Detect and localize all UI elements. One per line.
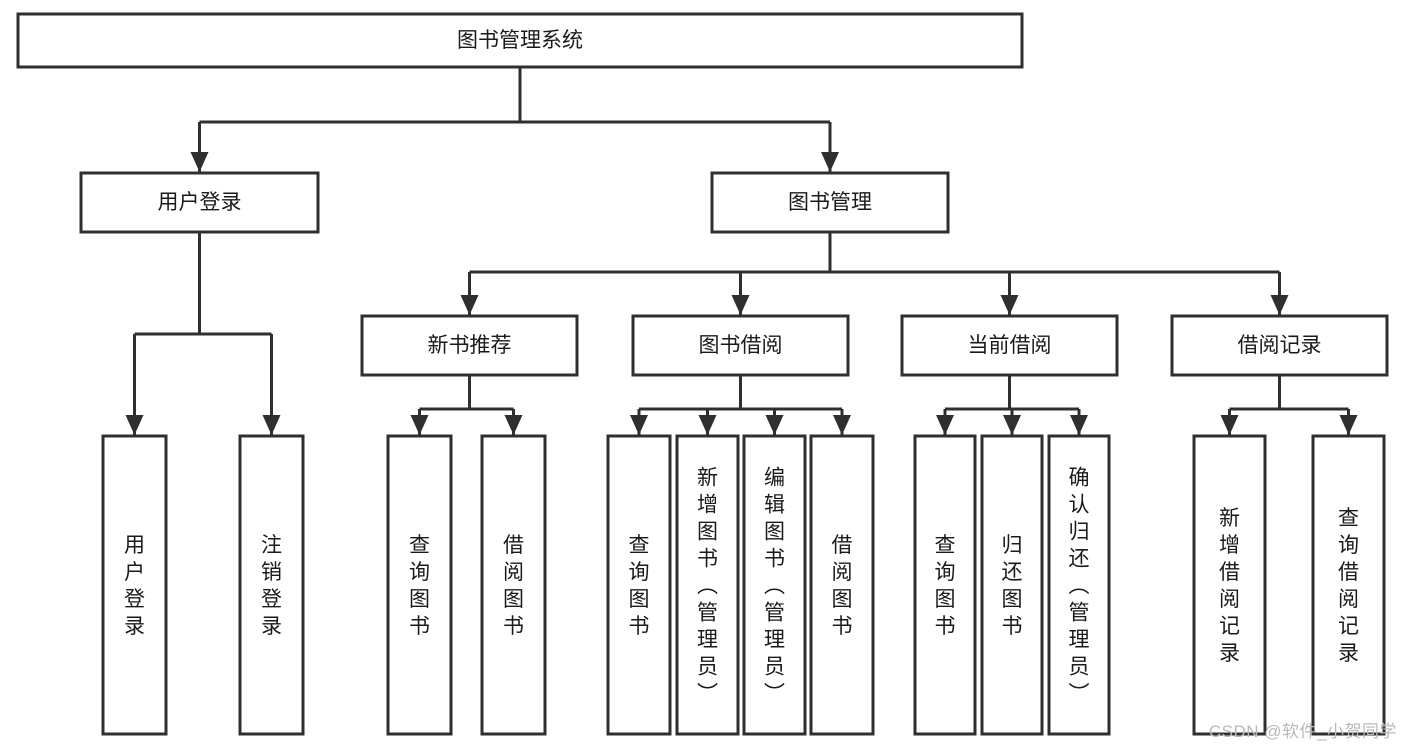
node-newbook[interactable]: 新书推荐 xyxy=(360,314,579,377)
node-label: 借阅图书 xyxy=(503,534,524,638)
csdn-watermark: CSDN @软件_小贺同学 xyxy=(1208,722,1397,741)
node-box xyxy=(675,434,740,736)
node-leaf-8[interactable]: 借阅图书 xyxy=(809,434,875,736)
node-label: 查询借阅记录 xyxy=(1338,507,1359,665)
node-box xyxy=(238,434,305,736)
node-leaf-4[interactable]: 借阅图书 xyxy=(480,434,547,736)
node-leaf-5[interactable]: 查询图书 xyxy=(606,434,672,736)
node-box xyxy=(480,434,547,736)
node-label: 注销登录 xyxy=(261,534,282,638)
node-box xyxy=(1311,434,1386,736)
node-leaf-13[interactable]: 查询借阅记录 xyxy=(1311,434,1386,736)
node-borrow[interactable]: 图书借阅 xyxy=(631,314,850,377)
node-box xyxy=(1170,314,1389,377)
node-leaf-10[interactable]: 归还图书 xyxy=(980,434,1044,736)
node-box xyxy=(360,314,579,377)
node-box xyxy=(742,434,807,736)
node-box xyxy=(631,314,850,377)
node-box xyxy=(101,434,168,736)
node-label: 新增图书︵管理员︶ xyxy=(697,467,718,706)
node-leaf-3[interactable]: 查询图书 xyxy=(386,434,453,736)
node-label: 借阅图书 xyxy=(832,534,853,638)
node-label: 图书管理 xyxy=(788,191,872,214)
node-label: 新增借阅记录 xyxy=(1219,507,1240,665)
node-leaf-12[interactable]: 新增借阅记录 xyxy=(1192,434,1267,736)
node-root[interactable]: 图书管理系统 xyxy=(16,12,1024,69)
node-box xyxy=(980,434,1044,736)
node-leaf-7[interactable]: 编辑图书︵管理员︶ xyxy=(742,434,807,736)
node-label: 归还图书 xyxy=(1002,534,1023,638)
node-label: 确认归还︵管理员︶ xyxy=(1069,467,1090,706)
node-leaf-6[interactable]: 新增图书︵管理员︶ xyxy=(675,434,740,736)
node-bookmgmt[interactable]: 图书管理 xyxy=(710,171,950,234)
node-box xyxy=(710,171,950,234)
node-box xyxy=(79,171,320,234)
connector-layer xyxy=(125,67,1358,435)
node-layer: 图书管理系统用户登录图书管理新书推荐图书借阅当前借阅借阅记录用户登录注销登录查询… xyxy=(16,12,1389,736)
node-leaf-2[interactable]: 注销登录 xyxy=(238,434,305,736)
node-box xyxy=(913,434,977,736)
node-current[interactable]: 当前借阅 xyxy=(900,314,1119,377)
node-label: 新书推荐 xyxy=(428,334,512,357)
node-box xyxy=(900,314,1119,377)
node-box xyxy=(1047,434,1111,736)
node-leaf-11[interactable]: 确认归还︵管理员︶ xyxy=(1047,434,1111,736)
node-label: 借阅记录 xyxy=(1238,334,1322,357)
node-label: 用户登录 xyxy=(158,191,242,214)
node-box xyxy=(386,434,453,736)
node-label: 图书管理系统 xyxy=(457,29,583,52)
node-box xyxy=(1192,434,1267,736)
node-label: 当前借阅 xyxy=(968,334,1052,357)
node-login[interactable]: 用户登录 xyxy=(79,171,320,234)
node-box xyxy=(16,12,1024,69)
node-label: 查询图书 xyxy=(409,534,430,638)
node-label: 图书借阅 xyxy=(699,334,783,357)
node-leaf-9[interactable]: 查询图书 xyxy=(913,434,977,736)
node-box xyxy=(809,434,875,736)
node-label: 查询图书 xyxy=(935,534,956,638)
node-leaf-1[interactable]: 用户登录 xyxy=(101,434,168,736)
node-box xyxy=(606,434,672,736)
node-label: 编辑图书︵管理员︶ xyxy=(764,467,785,706)
node-records[interactable]: 借阅记录 xyxy=(1170,314,1389,377)
node-label: 查询图书 xyxy=(629,534,650,638)
node-label: 用户登录 xyxy=(124,534,145,638)
